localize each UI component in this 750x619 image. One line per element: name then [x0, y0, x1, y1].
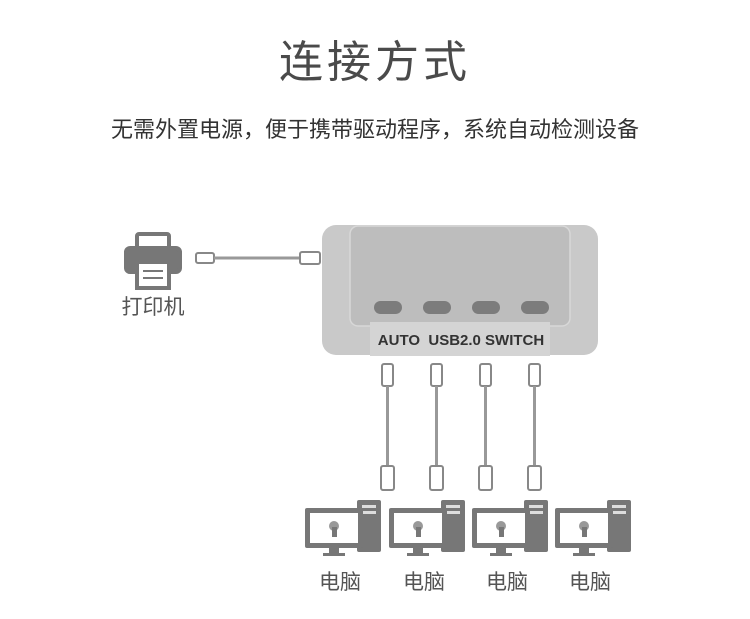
computer-icon — [389, 500, 465, 556]
computer-label: 电脑 — [319, 570, 361, 594]
printer-cable — [195, 251, 321, 265]
usb-switch: AUTO USB2.0 SWITCH — [322, 225, 598, 356]
page-subtitle: 无需外置电源，便于携带驱动程序，系统自动检测设备 — [110, 118, 639, 143]
switch-port-buttons — [374, 301, 549, 314]
computer-cables — [380, 363, 542, 491]
computer-icon — [305, 500, 381, 556]
switch-label: AUTO USB2.0 SWITCH — [378, 332, 544, 349]
computer-label: 电脑 — [486, 570, 528, 594]
computer-label: 电脑 — [403, 570, 445, 594]
page-title: 连接方式 — [279, 37, 471, 88]
computer-label: 电脑 — [569, 570, 611, 594]
printer-label: 打印机 — [121, 295, 185, 319]
computer-icon — [555, 500, 631, 556]
printer-icon — [124, 232, 182, 290]
computer-icon — [472, 500, 548, 556]
